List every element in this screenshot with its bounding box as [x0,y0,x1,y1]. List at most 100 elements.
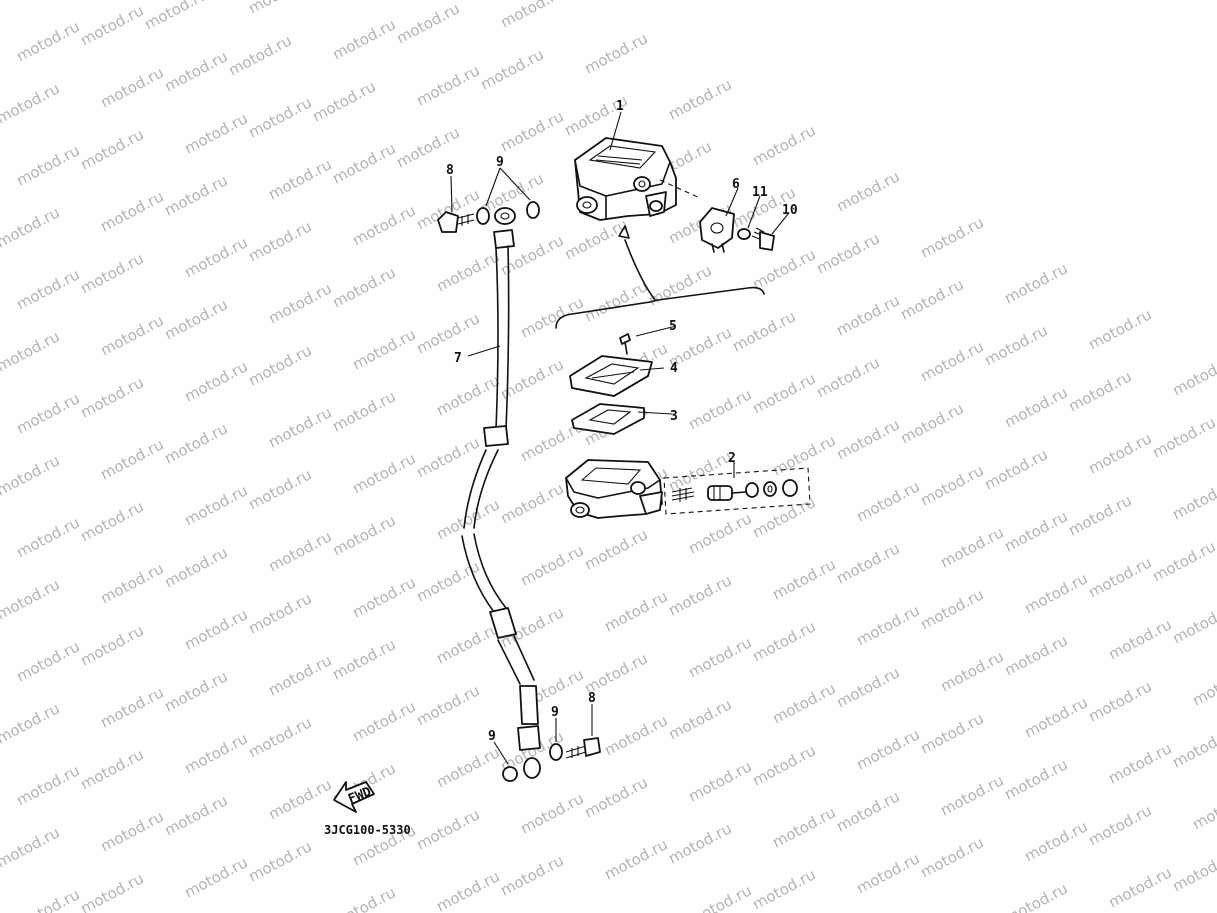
watermark-text: motod.ru [853,725,922,773]
watermark-text: motod.ru [1001,879,1070,913]
watermark-text: motod.ru [833,539,902,587]
watermark-text: motod.ru [97,63,166,111]
watermark-text: motod.ru [77,125,146,173]
callout-labels: 1 2 3 4 5 6 7 8 8 9 9 9 10 11 3JCG100-53… [324,99,798,837]
watermark-text: motod.ru [13,141,82,189]
watermark-text: motod.ru [1169,351,1217,399]
watermark-text: motod.ru [161,419,230,467]
callout-9-right: 9 [551,705,559,720]
watermark-text: motod.ru [349,449,418,497]
watermark-text: motod.ru [265,403,334,451]
watermark-text: motod.ru [1189,661,1217,709]
watermark-text: motod.ru [77,373,146,421]
bolt [751,227,775,251]
watermark-text: motod.ru [329,15,398,63]
watermark-text: motod.ru [161,295,230,343]
watermark-text: motod.ru [833,663,902,711]
watermark-text: motod.ru [497,851,566,899]
part-code: 3JCG100-5330 [324,823,411,837]
watermark-text: motod.ru [77,249,146,297]
watermark-text: motod.ru [685,509,754,557]
watermark-text: motod.ru [517,541,586,589]
watermark-text: motod.ru [685,385,754,433]
watermark-text: motod.ru [433,867,502,913]
watermark-text: motod.ru [497,107,566,155]
watermark-text: motod.ru [433,247,502,295]
watermark-text: motod.ru [349,573,418,621]
watermark-text: motod.ru [1085,429,1154,477]
master-cylinder-body [565,459,663,519]
watermark-text: motod.ru [749,741,818,789]
watermark-text: motod.ru [833,415,902,463]
watermark-text: motod.ru [265,155,334,203]
watermark-text: motod.ru [77,621,146,669]
banjo-bolt-bottom [565,737,601,759]
watermark-text: motod.ru [265,775,334,823]
watermark-text: motod.ru [161,171,230,219]
watermark-text: motod.ru [13,637,82,685]
watermark-text: motod.ru [0,327,63,375]
watermark-text: motod.ru [497,479,566,527]
watermark-text: motod.ru [813,353,882,401]
watermark-text: motod.ru [161,667,230,715]
watermark-text: motod.ru [141,0,210,34]
watermark-text: motod.ru [0,203,63,251]
watermark-text: motod.ru [1085,677,1154,725]
watermark-text: motod.ru [917,461,986,509]
watermark-text: motod.ru [601,587,670,635]
watermark-text: motod.ru [1149,413,1217,461]
watermark-text: motod.ru [413,309,482,357]
watermark-text: motod.ru [1169,723,1217,771]
watermark-text: motod.ru [161,543,230,591]
watermark-text: motod.ru [77,497,146,545]
watermark-text: motod.ru [329,511,398,559]
callout-2: 2 [728,451,736,466]
watermark-text: motod.ru [433,743,502,791]
watermark-text: motod.ru [413,681,482,729]
watermark-text: motod.ru [329,635,398,683]
watermark-text: motod.ru [0,451,63,499]
watermark-text: motod.ru [393,0,462,48]
watermark-text: motod.ru [749,493,818,541]
watermark-text: motod.ru [917,213,986,261]
callout-5: 5 [669,319,677,334]
watermark-text: motod.ru [769,555,838,603]
watermark-text: motod.ru [749,617,818,665]
watermark-text: motod.ru [917,833,986,881]
watermark-text: motod.ru [853,849,922,897]
callout-7: 7 [454,351,462,366]
watermark-text: motod.ru [1169,599,1217,647]
watermark-text: motod.ru [749,369,818,417]
watermark-text: motod.ru [581,525,650,573]
watermark-text: motod.ru [13,265,82,313]
watermark-text: motod.ru [181,729,250,777]
watermark-text: motod.ru [245,589,314,637]
watermark-text: motod.ru [749,245,818,293]
watermark-text: motod.ru [665,75,734,123]
watermark-text: motod.ru [13,513,82,561]
watermark-text: motod.ru [1085,801,1154,849]
callout-8-bottom: 8 [588,691,596,706]
watermark-text: motod.ru [917,337,986,385]
screw [619,333,631,355]
watermark-text: motod.ru [1001,383,1070,431]
watermark-text: motod.ru [581,277,650,325]
callout-6: 6 [732,177,740,192]
piston-kit [663,467,811,515]
watermark-text: motod.ru [517,789,586,837]
watermark-text: motod.ru [749,121,818,169]
callout-8-top: 8 [446,163,454,178]
watermark-text: motod.ru [265,527,334,575]
washer-top [476,201,540,225]
watermark-text: motod.ru [1149,537,1217,585]
watermark-text: motod.ru [329,263,398,311]
watermark-text: motod.ru [97,683,166,731]
watermark-text: motod.ru [833,167,902,215]
washer [737,228,751,240]
watermark-text: motod.ru [265,279,334,327]
watermark-text: motod.ru [309,77,378,125]
washer-bottom [502,743,563,782]
watermark-text: motod.ru [309,0,378,2]
